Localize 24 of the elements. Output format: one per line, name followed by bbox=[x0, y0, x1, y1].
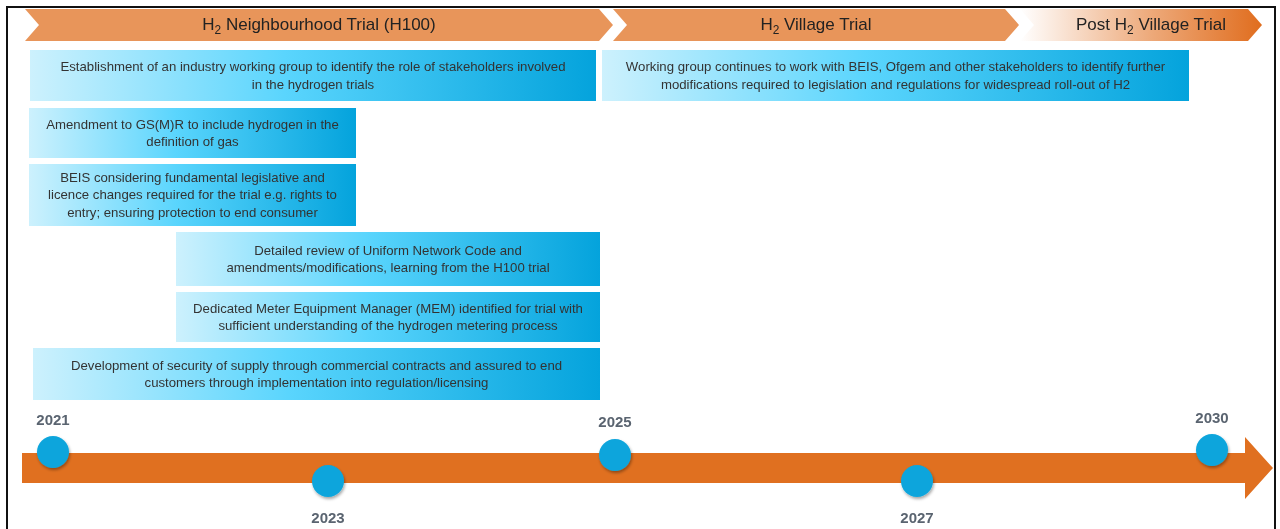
phase-banner bbox=[25, 9, 613, 41]
task-description: Establishment of an industry working group to identify the role of stakeholders involved in the hydrogen trials bbox=[60, 58, 566, 93]
task-description: Detailed review of Uniform Network Code and amendments/modifications, learning from the H100 trial bbox=[225, 241, 551, 277]
task-description: Development of security of supply through commercial contracts and assured to end customers through implementation into regulation/licensing bbox=[69, 356, 564, 392]
task-description: Amendment to GS(M)R to include hydrogen in the definition of gas bbox=[45, 115, 340, 151]
task-description: BEIS considering fundamental legislative and licence changes required for the trial e.g. rights to entry; ensuring protection to end consumer bbox=[47, 169, 338, 221]
task-bar bbox=[33, 348, 600, 400]
year-label: 2030 bbox=[1195, 409, 1229, 426]
task-description: Dedicated Meter Equipment Manager (MEM) identified for trial with sufficient understanding of the hydrogen metering process bbox=[192, 299, 584, 335]
year-label: 2023 bbox=[311, 509, 345, 526]
phase-title: H$_{2}$ Village Trial bbox=[760, 15, 872, 35]
phase-title: H$_{2}$ Neighbourhood Trial (H100) bbox=[202, 15, 436, 35]
task-bar bbox=[602, 50, 1189, 101]
phase-title: Post H$_{2}$ Village Trial bbox=[1076, 15, 1226, 35]
task-bar bbox=[176, 292, 600, 342]
phase-banner bbox=[613, 9, 1019, 41]
year-label: 2021 bbox=[36, 411, 70, 428]
task-description: Working group continues to work with BEIS, Ofgem and other stakeholders to identify further modifications required to legislation and regulations for widespread roll-out of H2 bbox=[624, 58, 1167, 93]
task-bar bbox=[29, 108, 356, 158]
task-bar bbox=[29, 164, 356, 226]
year-label: 2027 bbox=[900, 509, 934, 526]
task-bar bbox=[176, 232, 600, 286]
year-label: 2025 bbox=[598, 413, 632, 430]
task-bar bbox=[30, 50, 596, 101]
